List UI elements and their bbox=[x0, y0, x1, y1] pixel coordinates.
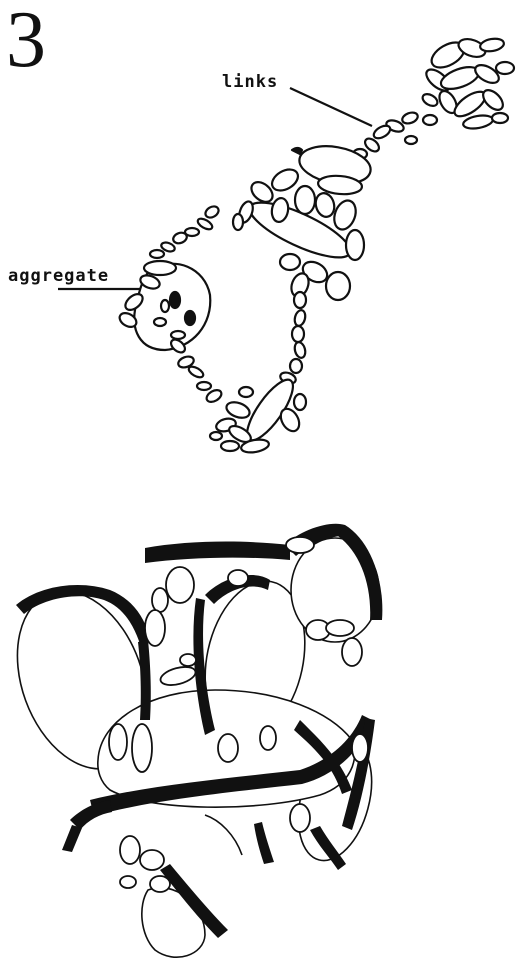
aggregate-left bbox=[117, 261, 210, 350]
aggregate-bottom bbox=[210, 374, 306, 455]
leader-line-links bbox=[290, 88, 372, 126]
link-chain-upper-left bbox=[150, 204, 221, 258]
aggregate-center bbox=[233, 141, 374, 300]
link-chain-top bbox=[353, 111, 437, 159]
link-chain-lower-left bbox=[169, 337, 224, 404]
link-chain-right bbox=[279, 292, 307, 385]
